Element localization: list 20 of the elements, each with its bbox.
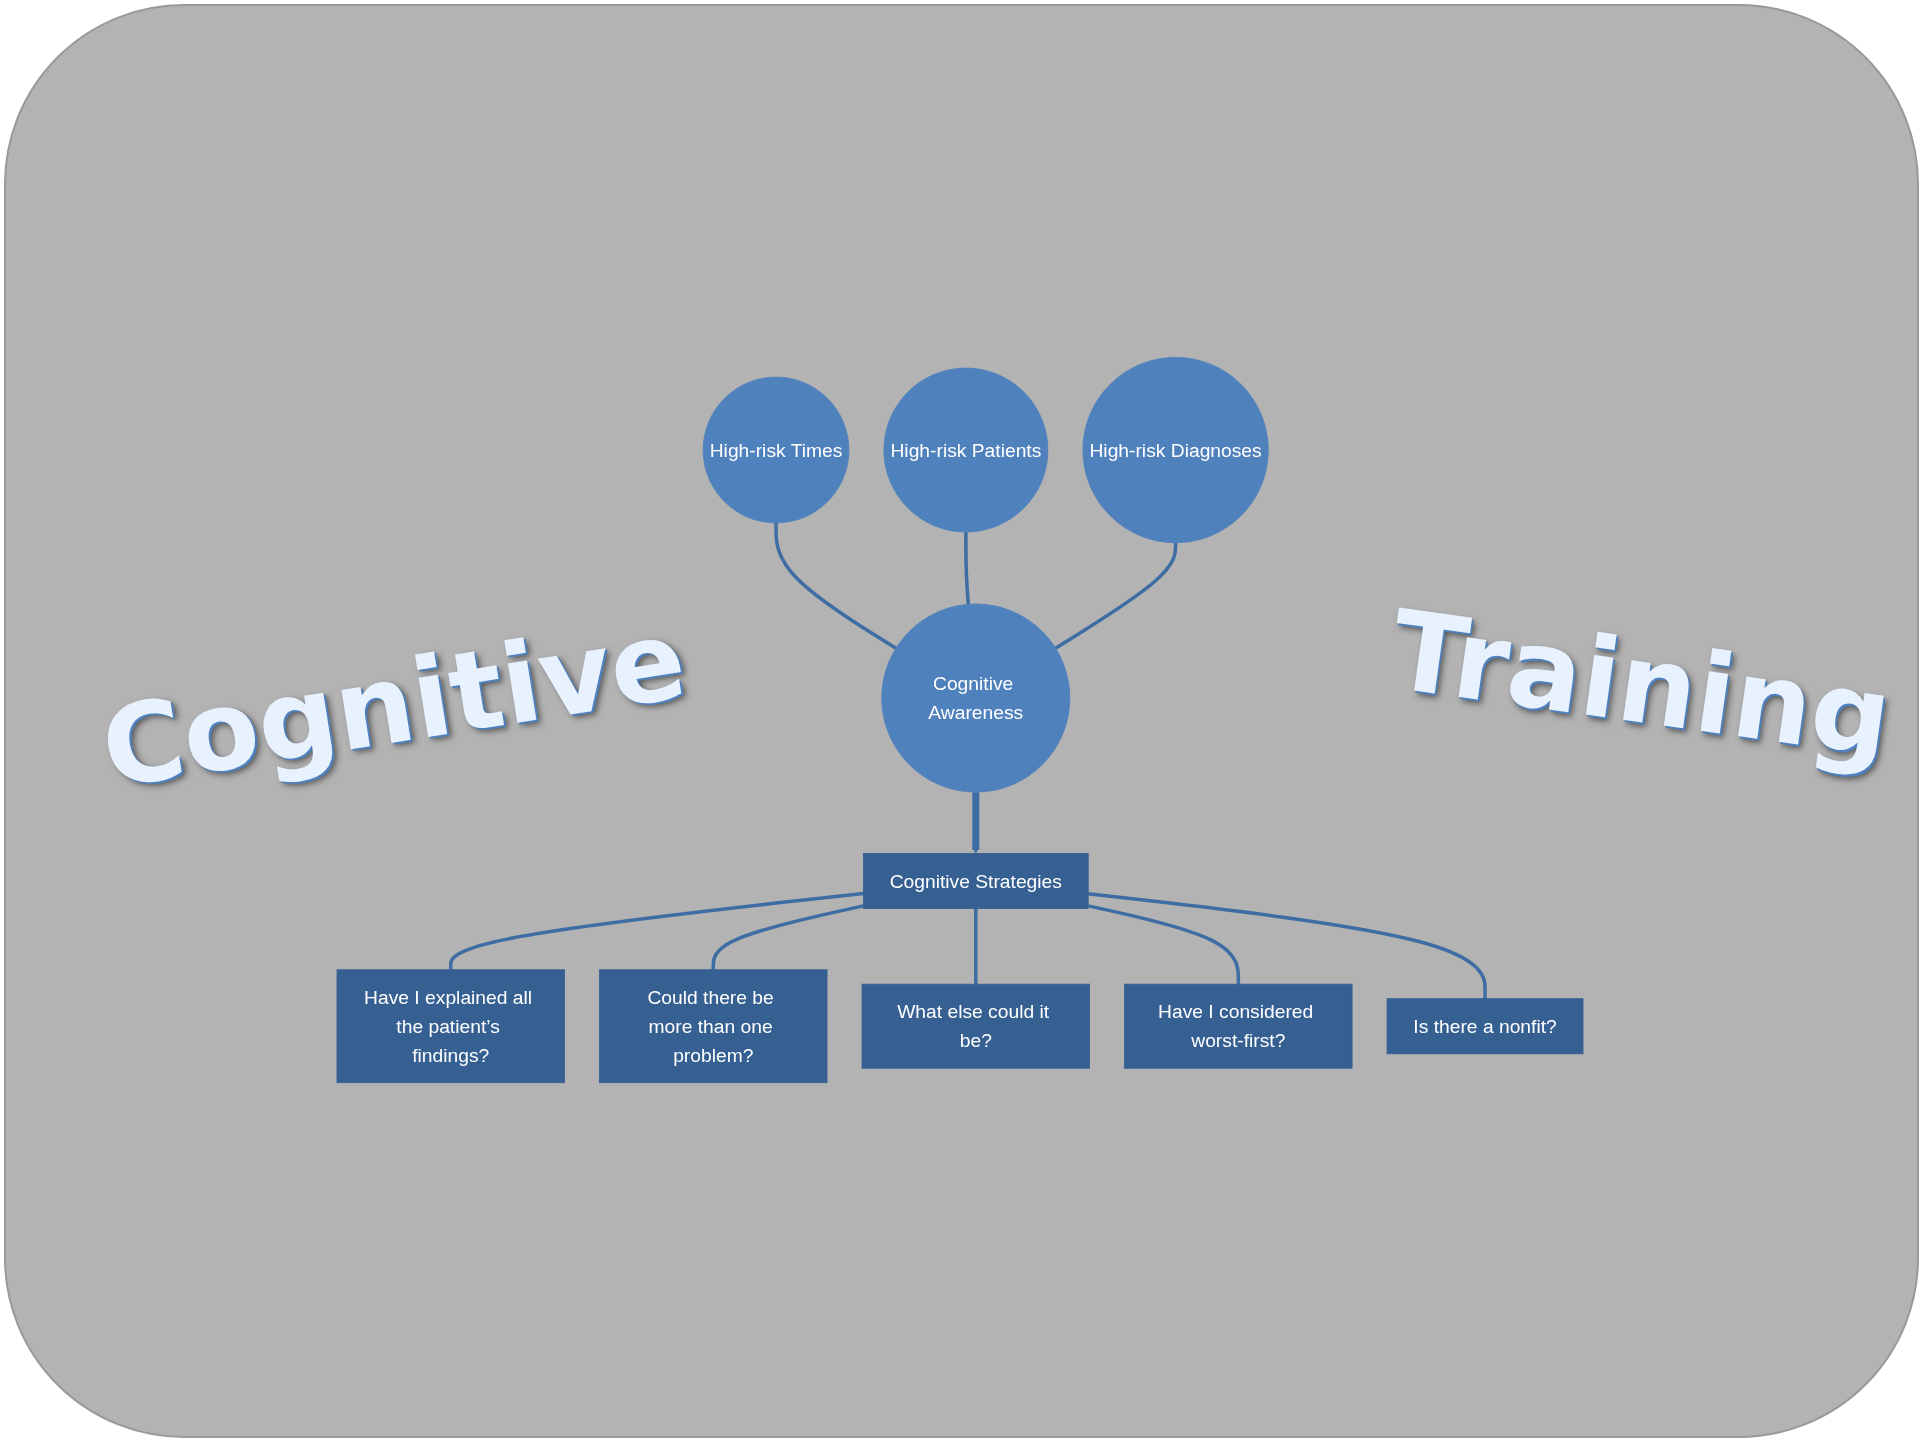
node-box: Is there a nonfit?	[1386, 998, 1584, 1055]
node-circle: High-risk Patients	[883, 367, 1049, 533]
connector	[964, 532, 971, 605]
connector	[1088, 892, 1487, 999]
node-circle: High-risk Diagnoses	[1082, 356, 1269, 544]
connector	[711, 904, 864, 970]
word-art-title: Cognitive	[93, 594, 695, 814]
connector	[1054, 542, 1178, 650]
node-box: Have I explained all the patient’s findings?	[336, 969, 565, 1084]
node-box: Cognitive Strategies	[862, 852, 1089, 909]
connector	[974, 908, 978, 985]
node-circle: High-risk Times	[702, 376, 850, 524]
node-box: What else could it be?	[861, 983, 1090, 1069]
connector	[774, 522, 897, 650]
word-art-title: Training	[1383, 585, 1899, 783]
connector	[1087, 904, 1241, 985]
arrow	[971, 792, 980, 854]
node-box: Have I considered worst-first?	[1124, 983, 1353, 1069]
node-box: Could there be more than one problem?	[599, 969, 828, 1084]
node-circle: Cognitive Awareness	[881, 603, 1071, 793]
